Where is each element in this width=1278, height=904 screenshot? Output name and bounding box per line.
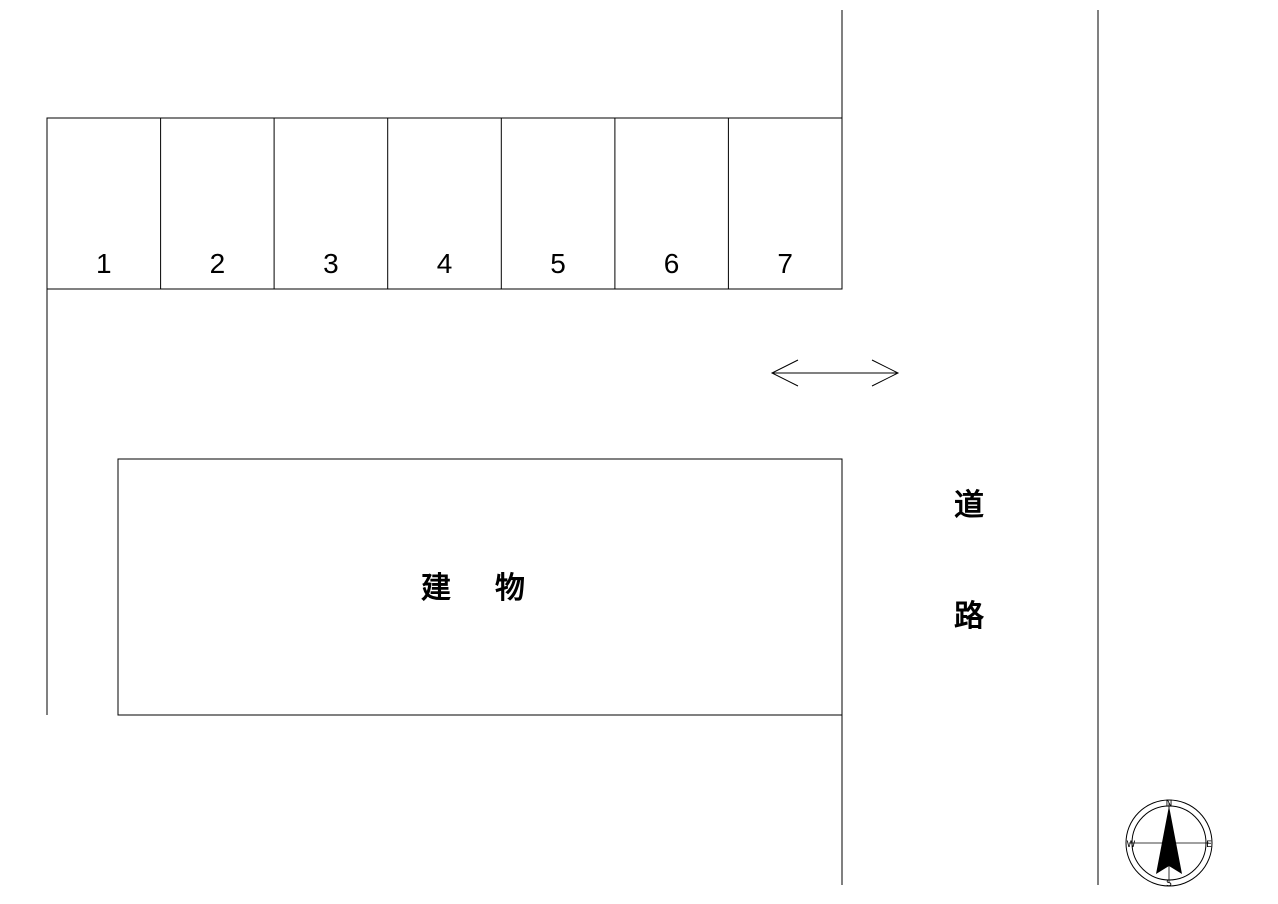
building-label-char-2: 物 <box>495 571 525 606</box>
compass-west-label: W <box>1127 840 1136 850</box>
building-outline <box>117 458 843 716</box>
parking-space-number-2: 2 <box>210 248 226 279</box>
parking-space-number-6: 6 <box>664 248 680 279</box>
compass-icon: N S E W <box>1125 799 1213 889</box>
parking-space-number-3: 3 <box>323 248 339 279</box>
road-label: 道 路 <box>954 488 985 634</box>
parking-row: 1 2 3 4 5 6 7 <box>46 117 843 290</box>
parking-space-number-7: 7 <box>777 248 793 279</box>
building-label-char-1: 建 <box>421 571 451 606</box>
double-arrow-icon <box>770 359 900 387</box>
parking-space-number-1: 1 <box>96 248 112 279</box>
parking-row-outline <box>46 117 843 290</box>
road-label-char-1: 道 <box>954 488 984 523</box>
parking-space-number-5: 5 <box>550 248 566 279</box>
road-label-char-2: 路 <box>954 599 985 634</box>
compass-south-label: S <box>1166 879 1172 889</box>
compass-east-label: E <box>1206 840 1212 850</box>
compass-north-label: N <box>1166 799 1173 809</box>
building: 建 物 <box>117 458 843 716</box>
parking-space-number-4: 4 <box>437 248 453 279</box>
